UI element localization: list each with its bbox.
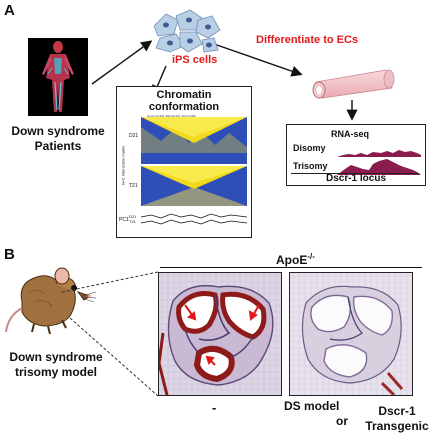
histology-control-svg xyxy=(159,273,281,395)
apoe-text: ApoE xyxy=(276,253,308,267)
pc1-row-labels: D21 T21 xyxy=(129,214,136,224)
histology-ds-svg xyxy=(290,273,412,395)
chromatin-panel: Chromatin conformation chr21:14,361,300-… xyxy=(116,86,252,238)
pc1-d21-label: D21 xyxy=(129,214,137,219)
arrow-patients-to-ips xyxy=(91,40,153,85)
chromatin-title-line1: Chromatin xyxy=(156,89,212,101)
pc1-label: PC1 xyxy=(119,217,129,223)
ds-model-label: DS model xyxy=(284,399,340,413)
disomy-track xyxy=(337,150,421,157)
arrow-ips-to-ecs xyxy=(213,43,303,77)
transgenic-label-line2: Transgenic xyxy=(365,419,429,433)
model-label-line1: Down syndrome xyxy=(9,350,103,364)
d21-label: D21 xyxy=(129,133,139,139)
disomy-label: Disomy xyxy=(293,143,326,153)
ips-cells-label: iPS cells xyxy=(172,54,218,66)
differentiate-label: Differentiate to ECs xyxy=(256,34,359,46)
locus-divider xyxy=(291,173,419,174)
rnaseq-panel: RNA-seq Disomy Trisomy Dscr-1 locus xyxy=(286,124,426,186)
control-caption: - xyxy=(212,400,217,415)
rnaseq-tracks xyxy=(337,150,421,175)
transgenic-label-line1: Dscr-1 xyxy=(378,404,416,418)
panel-a-arrows xyxy=(91,40,358,121)
apoe-superscript: -/- xyxy=(307,252,315,261)
trisomy-track xyxy=(337,159,421,175)
hic-header: chr21:14,361,300-46,697,123 (hg38) xyxy=(147,114,196,118)
t21-label: T21 xyxy=(129,183,138,189)
apoe-label: ApoE-/- xyxy=(276,252,315,267)
rnaseq-title: RNA-seq xyxy=(331,129,370,139)
locus-label: Dscr-1 locus xyxy=(325,173,387,184)
model-label-line2: trisomy model xyxy=(14,365,98,379)
ips-cell-cluster xyxy=(153,9,221,53)
histology-image-ds-model xyxy=(289,272,413,396)
panel-a-letter: A xyxy=(4,2,15,19)
patients-label-line1: Down syndrome xyxy=(11,124,105,138)
chromatin-title: Chromatin conformation xyxy=(117,89,251,113)
mouse-illustration xyxy=(5,267,97,335)
patients-label: Down syndrome Patients xyxy=(0,124,116,154)
trisomy-label: Trisomy xyxy=(293,161,328,171)
pc1-t21-label: T21 xyxy=(129,219,136,224)
panel-b-letter: B xyxy=(4,246,15,263)
patients-label-line2: Patients xyxy=(34,139,82,153)
transgenic-label: Dscr-1 Transgenic xyxy=(354,404,440,434)
hic-matrix xyxy=(141,117,247,225)
model-label: Down syndrome trisomy model xyxy=(0,350,112,380)
histology-image-control xyxy=(158,272,282,396)
human-anatomy-figure xyxy=(28,38,88,116)
apoe-bracket-line xyxy=(160,267,422,268)
chromatin-title-line2: conformation xyxy=(148,101,220,113)
endothelial-vessel-icon xyxy=(312,69,395,99)
or-label: or xyxy=(336,414,348,428)
